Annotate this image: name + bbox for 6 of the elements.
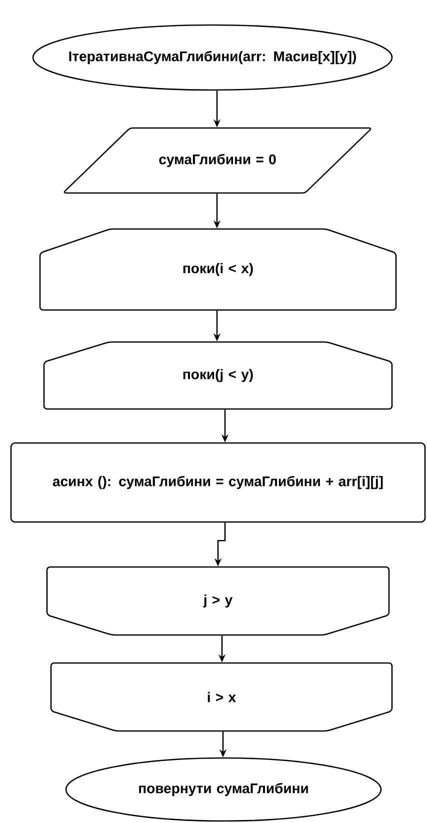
loop-end-box: i > x bbox=[50, 662, 393, 732]
loop-end-box: j > y bbox=[46, 566, 390, 636]
data-parallelogram: сумаГлибини = 0 bbox=[64, 127, 372, 194]
process-box: асинх (): сумаГлибини = сумаГлибини + arr[i][j] bbox=[10, 442, 426, 523]
loop-start-box: поки(i < x) bbox=[39, 228, 397, 311]
loop-start-box: поки(j < y) bbox=[43, 341, 393, 410]
